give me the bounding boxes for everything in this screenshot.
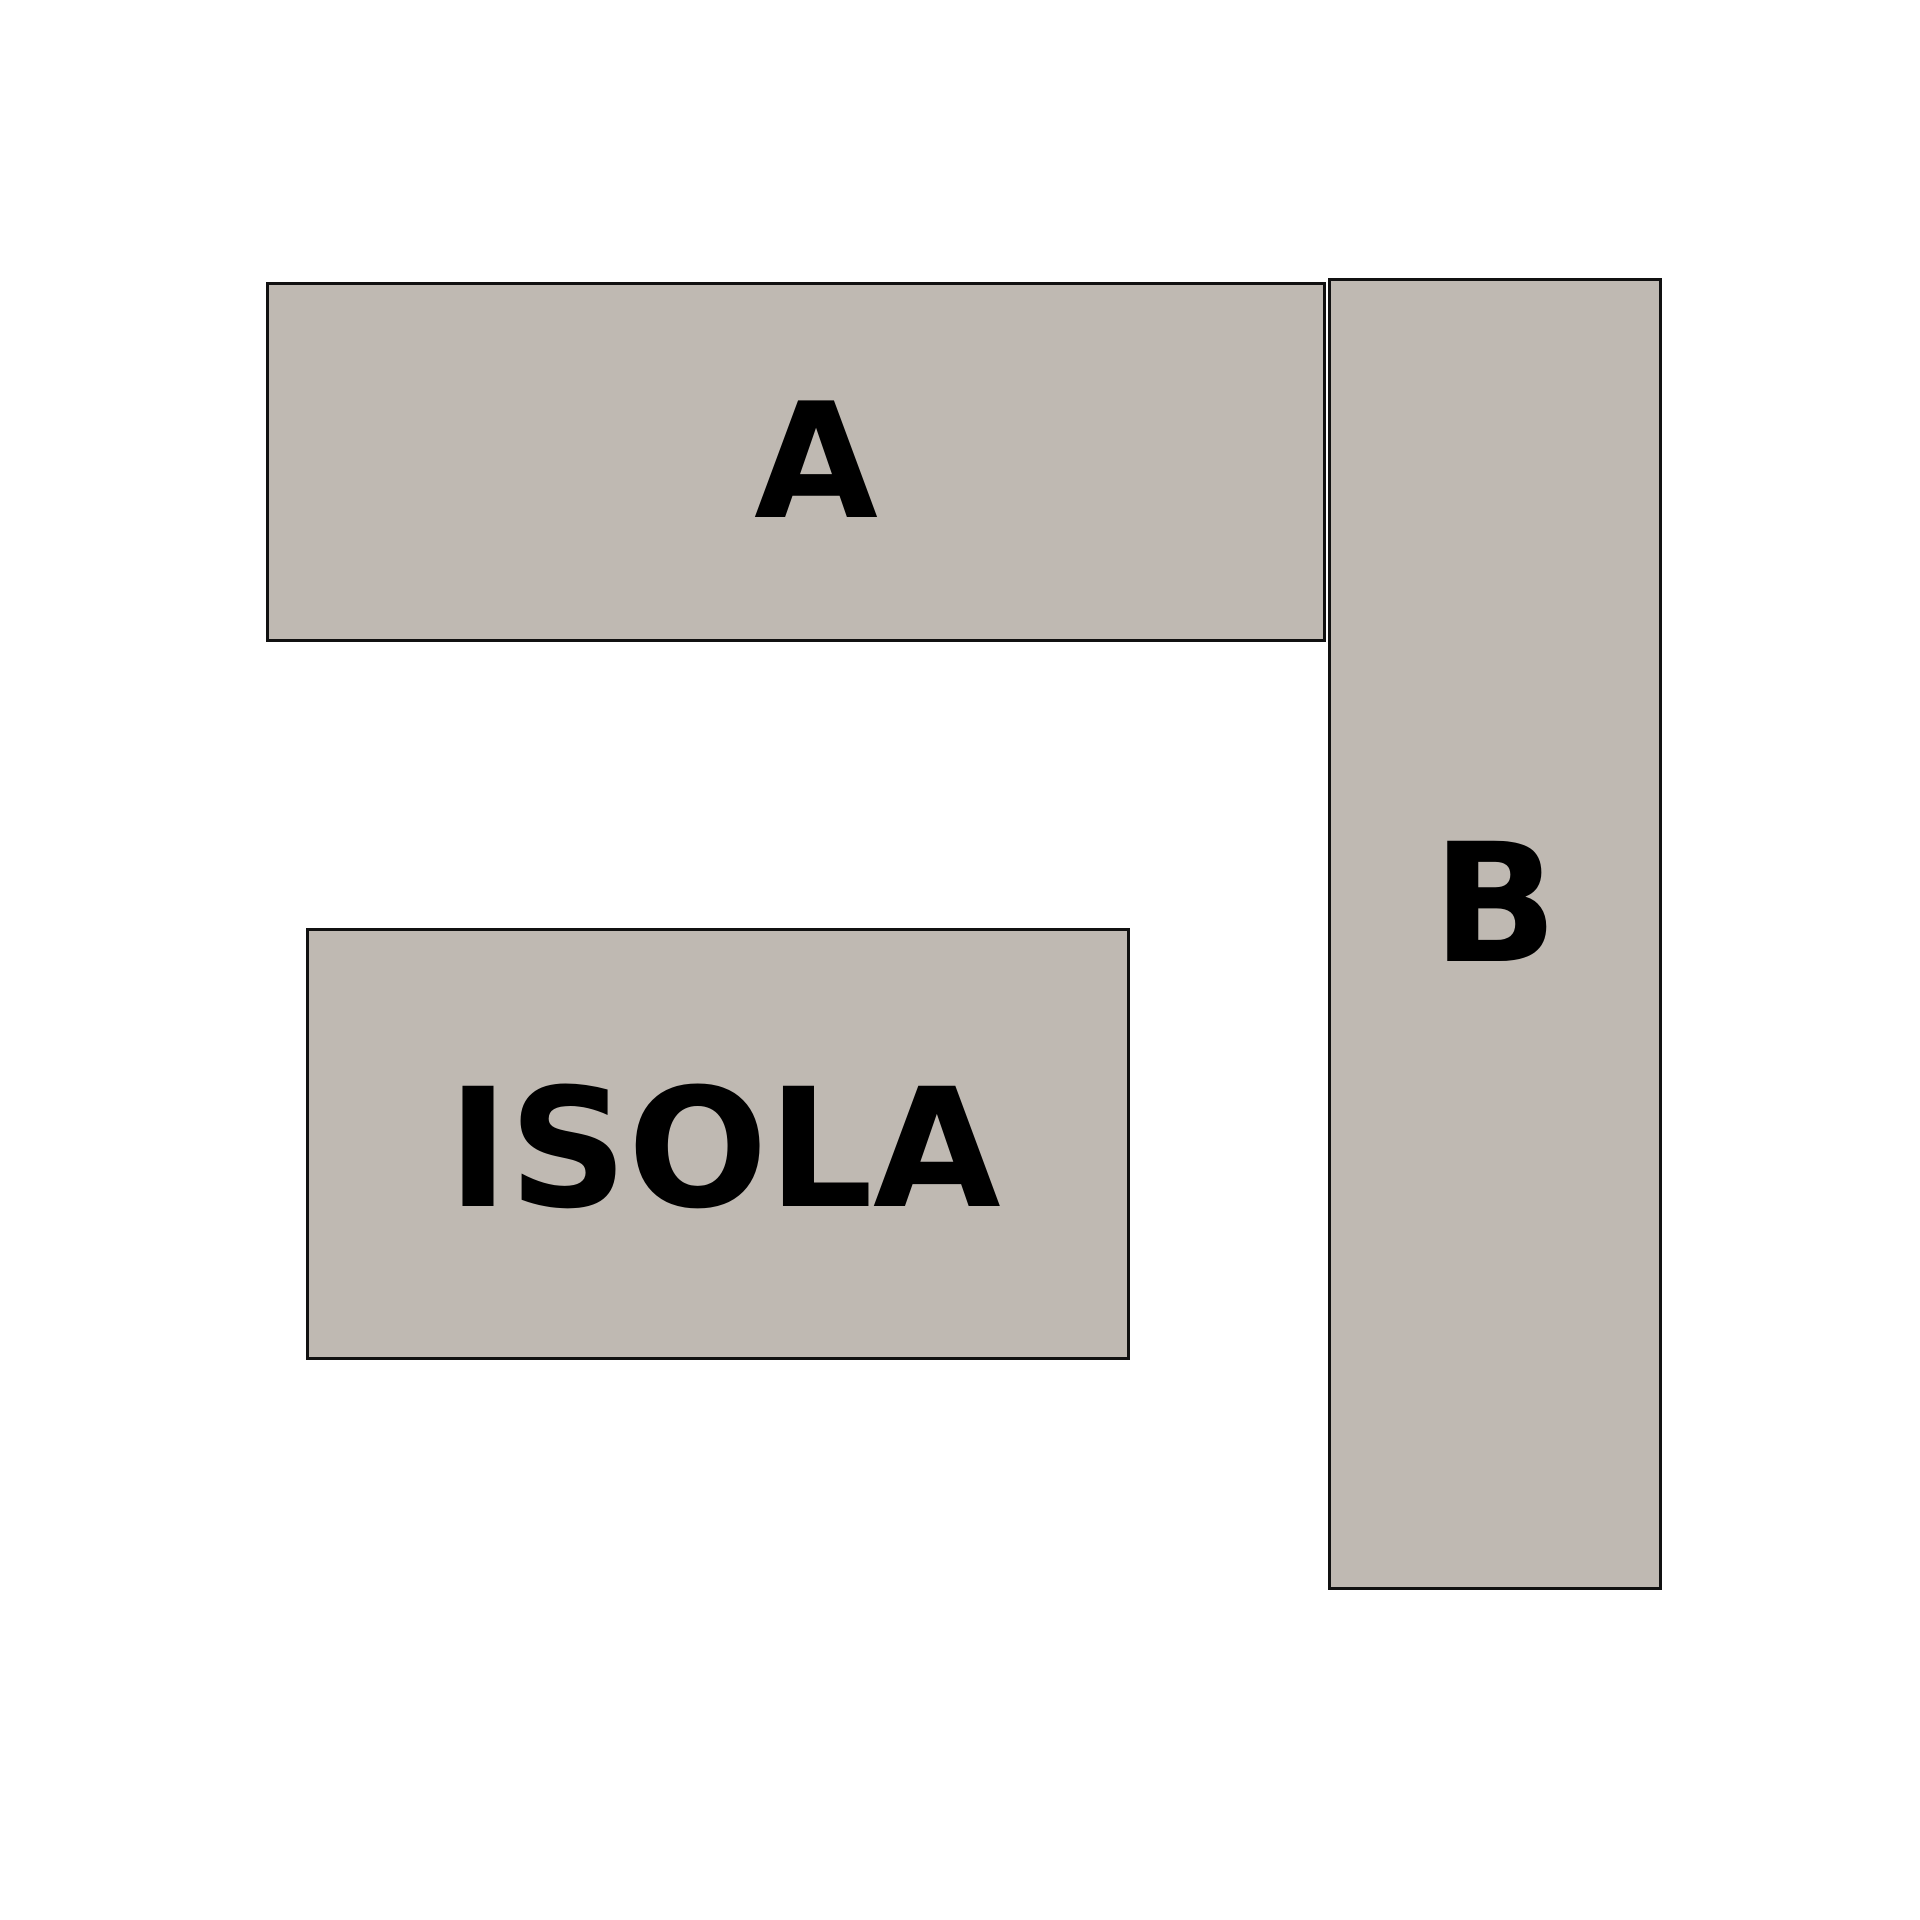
block-isola: ISOLA bbox=[306, 928, 1130, 1360]
block-a: A bbox=[266, 282, 1326, 642]
block-b: B bbox=[1328, 278, 1662, 1590]
block-isola-label: ISOLA bbox=[447, 1052, 1001, 1245]
block-b-label: B bbox=[1432, 807, 1558, 1000]
block-a-label: A bbox=[754, 368, 878, 555]
